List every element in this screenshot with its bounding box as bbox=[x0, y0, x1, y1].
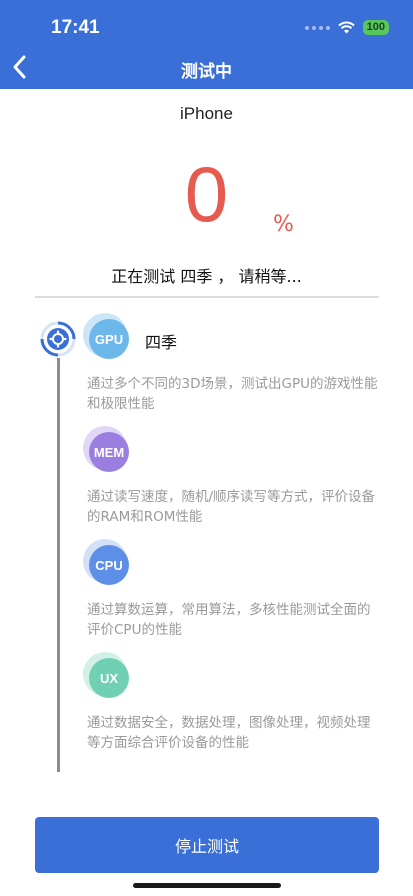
status-indicators: 100 bbox=[304, 20, 389, 35]
progress-unit: % bbox=[273, 212, 294, 237]
divider bbox=[35, 296, 379, 298]
test-item-name: 四季 bbox=[145, 333, 178, 352]
cpu-badge: CPU bbox=[83, 539, 135, 591]
progress-value: 0 bbox=[184, 150, 229, 238]
gpu-badge-label: GPU bbox=[89, 319, 129, 359]
gpu-badge: GPU bbox=[83, 313, 135, 365]
cpu-badge-label: CPU bbox=[89, 545, 129, 585]
battery-icon: 100 bbox=[362, 20, 389, 35]
mem-badge: MEM bbox=[83, 426, 135, 478]
stop-test-button[interactable]: 停止测试 bbox=[35, 817, 379, 873]
ux-badge: UX bbox=[83, 652, 135, 704]
home-indicator bbox=[133, 883, 281, 888]
wifi-icon bbox=[337, 21, 355, 34]
device-name: iPhone bbox=[180, 104, 233, 123]
test-item-description: 通过数据安全，数据处理，图像处理，视频处理等方面综合评价设备的性能 bbox=[87, 715, 371, 751]
mem-badge-label: MEM bbox=[89, 432, 129, 472]
test-status-text: 正在测试 四季 ， 请稍等... bbox=[111, 267, 302, 286]
back-button[interactable] bbox=[8, 53, 32, 81]
header-bar: 17:41 100 测试中 bbox=[0, 0, 413, 89]
test-item-description: 通过多个不同的3D场景，测试出GPU的游戏性能和极限性能 bbox=[87, 376, 378, 412]
test-item-description: 通过读写速度，随机/顺序读写等方式，评价设备的RAM和ROM性能 bbox=[87, 489, 376, 525]
gear-spinner-icon bbox=[40, 321, 76, 357]
signal-icon bbox=[304, 25, 330, 30]
ux-badge-label: UX bbox=[89, 658, 129, 698]
page-title: 测试中 bbox=[181, 62, 232, 82]
test-item-description: 通过算数运算，常用算法，多核性能测试全面的评价CPU的性能 bbox=[87, 602, 371, 638]
status-time: 17:41 bbox=[51, 17, 100, 38]
timeline-line bbox=[57, 358, 60, 772]
chevron-left-icon bbox=[13, 55, 26, 79]
